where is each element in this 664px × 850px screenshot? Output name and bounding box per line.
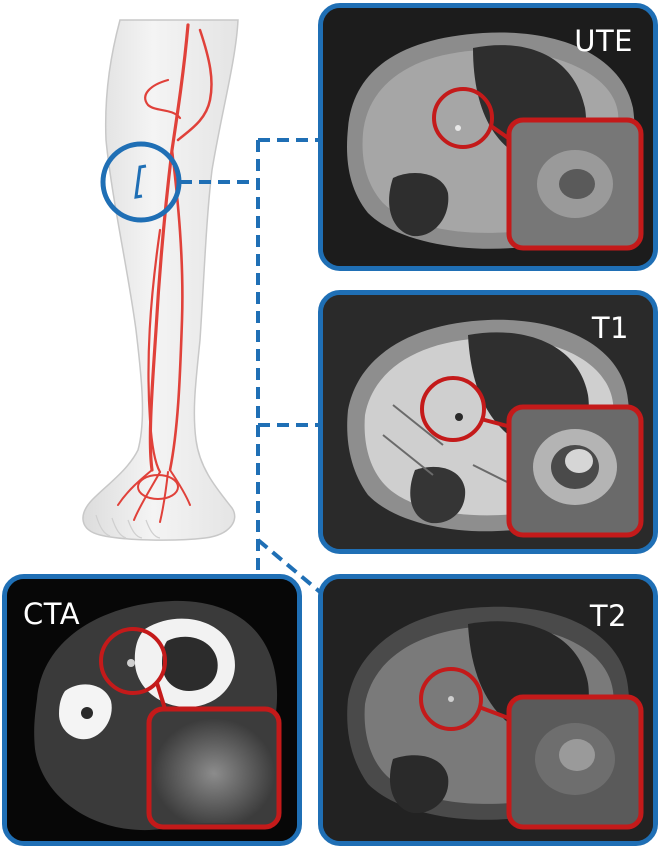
ute-label: UTE: [574, 24, 633, 58]
leg-region-circle: [100, 141, 182, 223]
cta-label: CTA: [23, 597, 81, 631]
cta-ct-image: [7, 579, 297, 841]
connector-lines: [180, 138, 322, 594]
toe-lines: [95, 514, 161, 539]
cta-panel: CTA: [2, 574, 302, 846]
ute-mri-image: [323, 8, 653, 266]
ute-panel: UTE: [318, 3, 658, 271]
t1-panel: T1: [318, 290, 658, 554]
t1-mri-image: [323, 295, 653, 549]
t1-label: T1: [591, 311, 629, 345]
t2-panel: T2: [318, 574, 658, 846]
t2-label: T2: [589, 599, 627, 633]
t2-mri-image: [323, 579, 653, 841]
leg-region-bracket: [134, 164, 147, 199]
